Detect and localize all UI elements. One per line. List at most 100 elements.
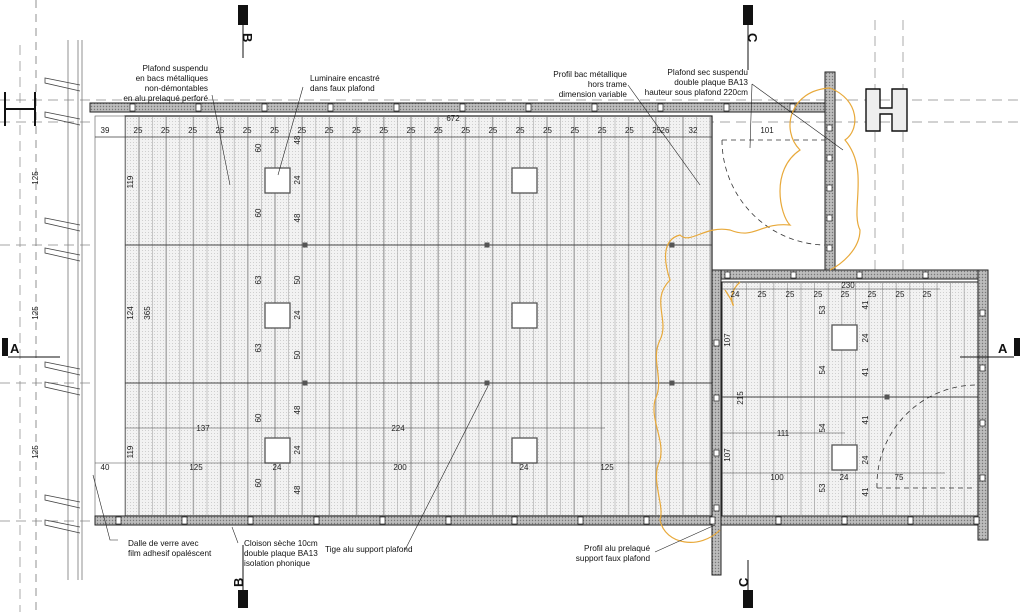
rod-support [302,380,308,386]
dimension-label: 41 [861,415,870,424]
dimension-label: 60 [254,143,263,152]
dimension-label: 32 [689,126,698,135]
plant-outline [653,87,861,543]
rod-support [884,394,890,400]
luminaire [511,167,538,194]
dimension-label: 100 [770,473,784,482]
dimension-label: 25 [134,126,143,135]
dimension-label: 25 [352,126,361,135]
wall-bottom [94,515,989,526]
dimension-label: 24 [293,445,302,454]
facade-louvres [44,77,81,534]
dimension-label: 137 [196,424,210,433]
dimension-label: 26 [661,126,670,135]
luminaire [264,302,291,329]
annotation-plafond-suspendu: en alu prelaqué perforé [123,94,208,103]
dimension-label: 60 [254,413,263,422]
dimension-label: 25 [868,290,877,299]
annotation-plafond-suspendu: en bacs métalliques [136,74,208,83]
wall-right-room-top [711,269,989,280]
dimension-label: 25 [758,290,767,299]
dimension-label: 25 [488,126,497,135]
dimension-label: 63 [254,275,263,284]
annotation-cloison: Cloison sèche 10cm [244,539,318,548]
annotation-profil-alu: support faux plafond [576,554,651,563]
luminaire [264,437,291,464]
dimension-label: 53 [818,483,827,492]
dimension-label: 25 [407,126,416,135]
wall-partition [711,269,722,576]
rod-support [484,380,490,386]
dimension-label: 25 [297,126,306,135]
luminaires [264,167,858,471]
dimension-label: 25 [434,126,443,135]
annotation-plafond-suspendu: non-démontables [145,84,208,93]
facade-lines [35,0,83,612]
annotation-plafond-sec: double plaque BA13 [674,78,748,87]
annotation-luminaire: dans faux plafond [310,84,375,93]
dimension-label: 24 [293,310,302,319]
section-a-right: A [998,341,1008,356]
dimension-label: 25 [215,126,224,135]
dimension-label: 25 [543,126,552,135]
leader-lines [92,83,844,553]
section-b-bottom: B [231,578,246,587]
dimension-label: 101 [760,126,774,135]
annotation-dalle-verre: film adhesif opaléscent [128,549,212,558]
luminaire [511,437,538,464]
luminaire [511,302,538,329]
dimension-label: 41 [861,367,870,376]
dimension-label: 24 [273,463,282,472]
dimension-label: 25 [161,126,170,135]
dimension-label: 50 [293,275,302,284]
section-c-top: C [745,33,760,43]
dimension-label: 25 [625,126,634,135]
dimension-label: 107 [723,448,732,462]
annotation-profil-alu: Profil alu prelaqué [584,544,650,553]
annotation-tige: Tige alu support plafond [325,545,413,554]
rod-support [484,242,490,248]
dimension-label: 25 [516,126,525,135]
door-swing-arcs [721,139,976,489]
dimension-label: 53 [818,305,827,314]
dimension-label: 25 [270,126,279,135]
wall-studs [115,103,986,525]
dimension-label: 60 [254,208,263,217]
glass-slab-zone [94,115,126,517]
dimension-label: 48 [293,135,302,144]
dimension-label: 41 [861,300,870,309]
dimension-label: 24 [861,333,870,342]
dimension-label: 24 [840,473,849,482]
left-room-ceiling [124,115,713,517]
section-a-left: A [10,341,20,356]
annotation-luminaire: Luminaire encastré [310,74,380,83]
annotation-cloison: double plaque BA13 [244,549,318,558]
dimension-label: 24 [293,175,302,184]
dimension-label: 119 [126,445,135,458]
annotation-plafond-suspendu: Plafond suspendu [142,64,208,73]
dimension-label: 25 [814,290,823,299]
dimension-label: 125 [31,445,40,459]
dimension-label: 25 [243,126,252,135]
dimension-label: 41 [861,487,870,496]
dimension-label: 25 [570,126,579,135]
dimension-label: 230 [841,281,855,290]
dimension-label: 25 [786,290,795,299]
dimension-label: 48 [293,485,302,494]
dimension-label: 25 [188,126,197,135]
dimension-label: 25 [841,290,850,299]
dimension-label: 25 [379,126,388,135]
dimension-label: 25 [598,126,607,135]
dimension-label: 24 [861,455,870,464]
annotation-plafond-sec: hauteur sous plafond 220cm [645,88,749,97]
dimension-label: 24 [731,290,740,299]
section-c-bottom: C [736,577,751,587]
dimension-label: 111 [777,429,790,438]
luminaire [264,167,291,194]
dimension-label: 125 [31,171,40,185]
section-b-top: B [240,33,255,42]
dimension-label: 125 [189,463,203,472]
rod-support [669,380,675,386]
